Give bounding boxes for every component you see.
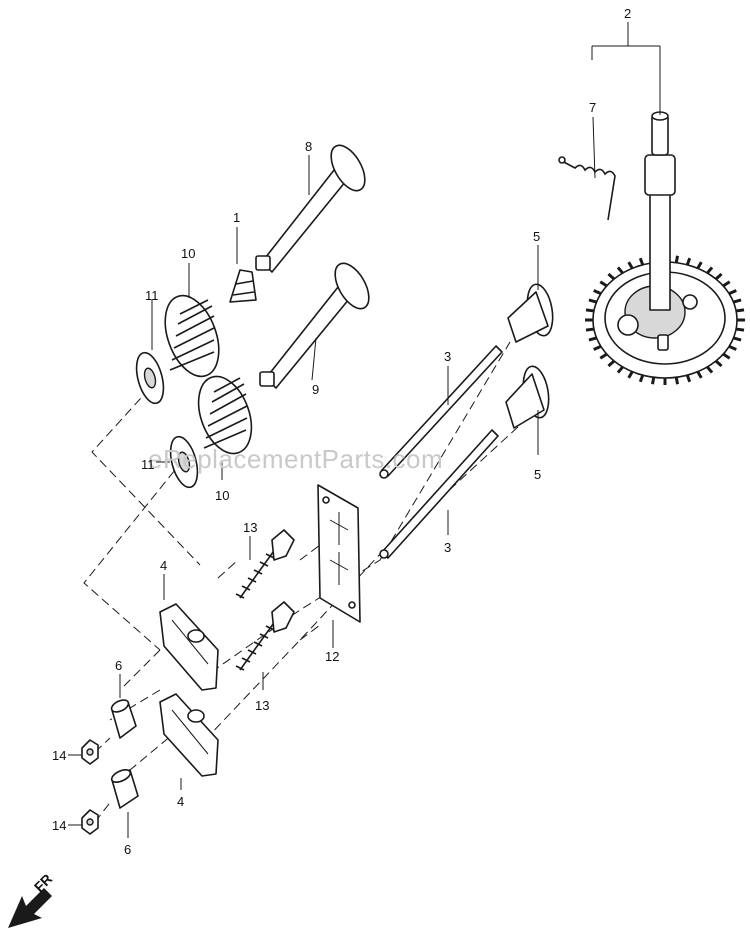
gear-tooth — [706, 266, 714, 275]
intake-valve — [259, 262, 370, 389]
gear-tooth — [627, 261, 634, 270]
callouts: 2 7 8 1 10 11 5 9 3 11 5 10 13 3 4 12 6 … — [52, 6, 631, 857]
gear-tooth — [599, 280, 608, 288]
adjusting-bolt-lower — [235, 601, 295, 671]
gear-tooth — [616, 266, 624, 275]
gear-tooth — [728, 289, 737, 296]
gear-tooth — [685, 374, 692, 383]
callout-8: 8 — [305, 139, 312, 154]
callout-13-upper: 13 — [243, 520, 257, 535]
callout-14-upper: 14 — [52, 748, 66, 763]
gear-tooth — [638, 374, 645, 383]
callout-11-lower: 11 — [141, 457, 155, 472]
gear-tooth — [607, 359, 616, 368]
callout-4-lower: 4 — [177, 794, 184, 809]
exhaust-valve — [255, 144, 366, 273]
valve-spring-lower — [197, 375, 253, 455]
valve-keeper — [229, 269, 257, 303]
lifter-lower — [505, 365, 550, 429]
gear-tooth — [593, 344, 602, 351]
front-arrow-icon — [8, 888, 52, 928]
nut-upper — [81, 739, 99, 765]
gear-tooth — [651, 377, 656, 385]
gear-tooth — [607, 272, 616, 281]
gear-tooth — [685, 257, 692, 266]
gear-tooth — [616, 365, 624, 374]
callout-5-upper: 5 — [533, 229, 540, 244]
retainer-lower — [169, 435, 199, 489]
nut-lower — [81, 809, 99, 835]
gear-tooth — [593, 289, 602, 296]
gear-tooth — [585, 308, 595, 313]
callout-14-lower: 14 — [52, 818, 66, 833]
rocker-arm-lower — [159, 693, 219, 777]
gear-tooth — [627, 370, 634, 379]
pivot-upper — [110, 699, 137, 739]
gear-tooth — [733, 298, 742, 304]
camshaft-gear — [585, 111, 745, 385]
adjusting-bolt-upper — [235, 529, 295, 599]
gear-tooth — [714, 272, 723, 281]
direction-label: FR — [31, 871, 56, 896]
gear-tooth — [599, 352, 608, 360]
assembly-dash-lines — [83, 341, 521, 823]
callout-5-lower: 5 — [534, 467, 541, 482]
valve-spring-upper — [164, 294, 220, 378]
push-rod-upper — [379, 345, 503, 479]
callout-11-upper: 11 — [145, 288, 159, 303]
rocker-arm-upper — [159, 603, 219, 691]
pivot-lower — [110, 769, 139, 809]
callout-3-lower: 3 — [444, 540, 451, 555]
callout-10-lower: 10 — [215, 488, 229, 503]
gear-tooth — [706, 365, 714, 374]
gear-tooth — [588, 298, 597, 304]
decomp-spring — [558, 156, 616, 221]
gear-tooth — [585, 327, 595, 332]
callout-6-lower: 6 — [124, 842, 131, 857]
gear-tooth — [674, 377, 679, 385]
gear-tooth — [674, 255, 679, 263]
push-rod-lower — [379, 429, 499, 559]
watermark-text: eReplacementParts.com — [148, 444, 443, 474]
callout-4-upper: 4 — [160, 558, 167, 573]
front-direction-indicator: FR — [8, 871, 55, 928]
lifter-upper — [507, 283, 554, 343]
gear-tooth — [733, 336, 742, 342]
gear-tooth — [722, 352, 731, 360]
callout-6-upper: 6 — [115, 658, 122, 673]
callout-2: 2 — [624, 6, 631, 21]
callout-12: 12 — [325, 649, 339, 664]
callout-9: 9 — [312, 382, 319, 397]
gear-tooth — [722, 280, 731, 288]
gear-tooth — [696, 261, 703, 270]
gear-tooth — [714, 359, 723, 368]
gear-tooth — [696, 370, 703, 379]
push-rod-guide-plate — [317, 484, 361, 623]
callout-10-upper: 10 — [181, 246, 195, 261]
retainer-upper — [135, 351, 165, 405]
callout-3-upper: 3 — [444, 349, 451, 364]
gear-tooth — [728, 344, 737, 351]
callout-13-lower: 13 — [255, 698, 269, 713]
callout-7: 7 — [589, 100, 596, 115]
gear-tooth — [588, 336, 597, 342]
gear-tooth — [735, 308, 745, 313]
callout-1: 1 — [233, 210, 240, 225]
gear-tooth — [735, 327, 745, 332]
leader-lines — [68, 22, 661, 838]
gear-tooth — [638, 257, 645, 266]
